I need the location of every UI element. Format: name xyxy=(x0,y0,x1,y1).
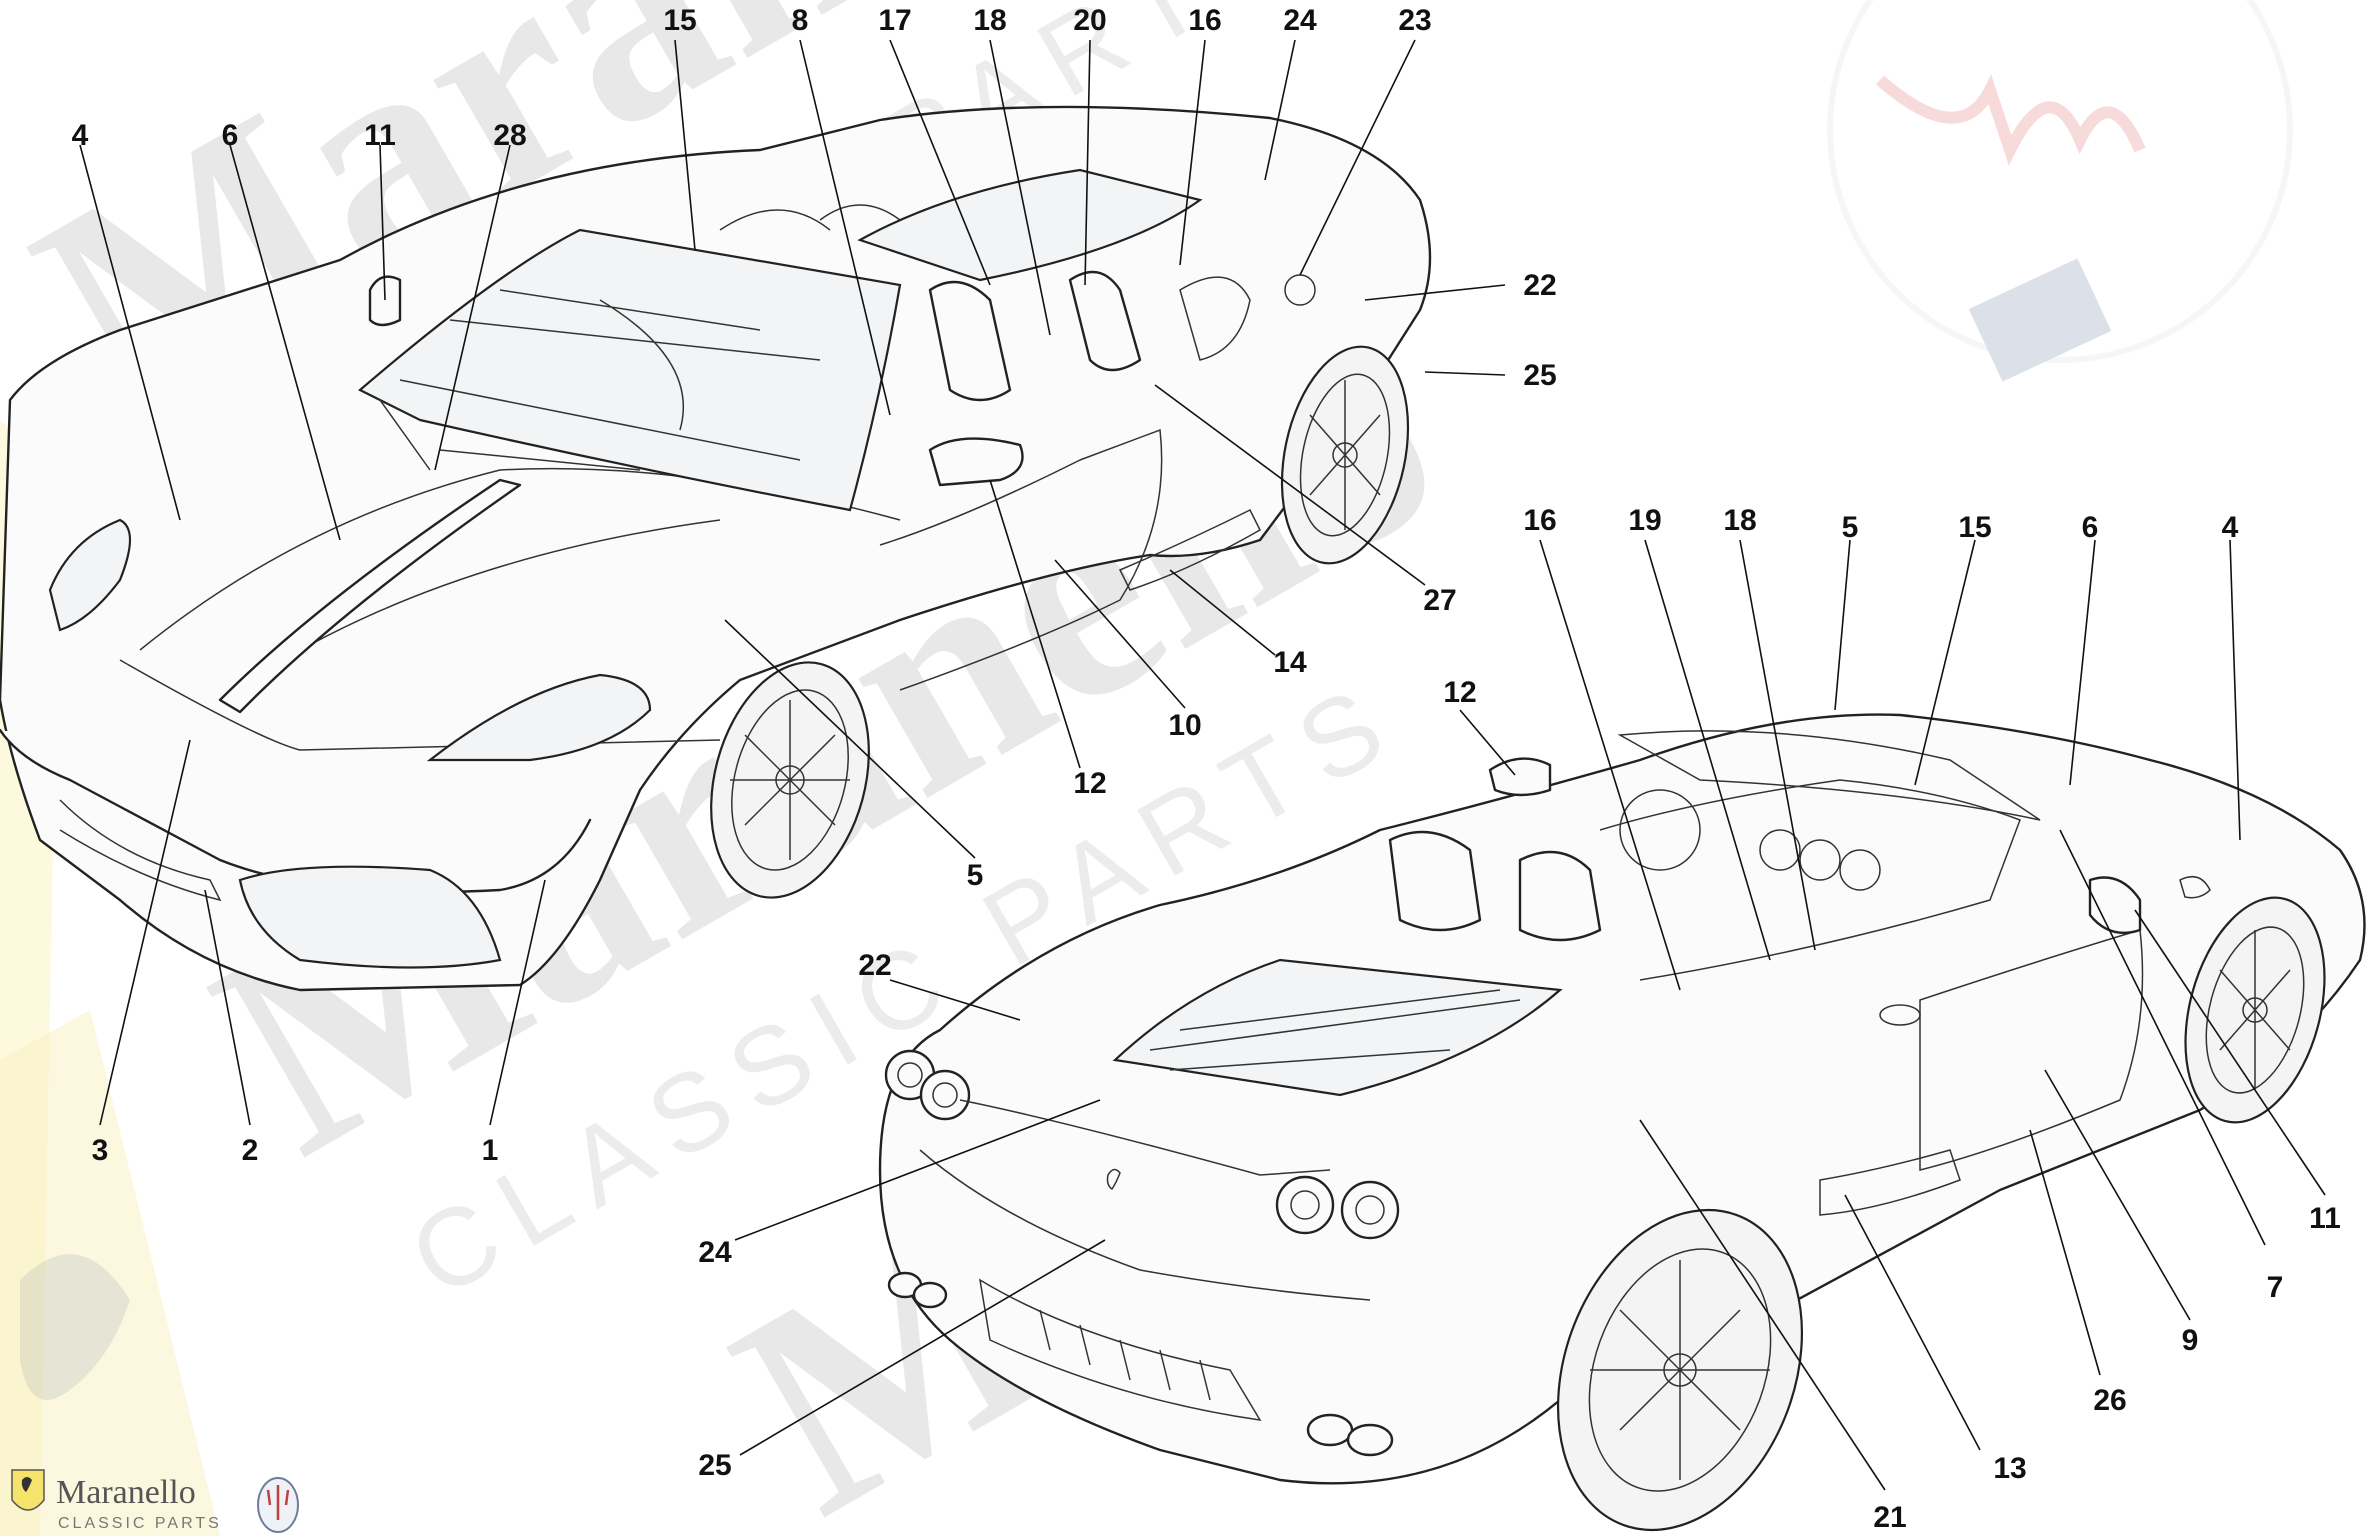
callout-27-front: 27 xyxy=(1423,584,1456,617)
tail-lights-right xyxy=(1275,1175,1400,1240)
callout-8-front: 8 xyxy=(792,4,809,37)
callout-20-front: 20 xyxy=(1073,4,1106,37)
callout-26-rear: 26 xyxy=(2093,1384,2126,1417)
mirror-left xyxy=(368,275,402,327)
maserati-trident-icon xyxy=(257,1477,299,1533)
mirror-right xyxy=(928,437,1024,487)
callout-28-front: 28 xyxy=(493,119,526,152)
callout-13-rear: 13 xyxy=(1993,1452,2026,1485)
front-view-car xyxy=(0,105,1432,992)
callout-7-rear: 7 xyxy=(2267,1271,2284,1304)
callout-11-rear: 11 xyxy=(2309,1202,2341,1235)
ferrari-shield-icon xyxy=(11,1469,45,1511)
rear-view-callouts: 16 19 18 5 15 6 4 12 22 24 25 21 13 26 9… xyxy=(698,504,2341,1534)
callout-12-front: 12 xyxy=(1073,767,1106,800)
maranello-logo: Maranello CLASSIC PARTS xyxy=(11,1469,299,1533)
callout-18-front: 18 xyxy=(973,4,1006,37)
callout-22-rear: 22 xyxy=(858,949,891,982)
callout-6-rear: 6 xyxy=(2082,511,2099,544)
leader-lines xyxy=(79,39,2326,1491)
callout-17-front: 17 xyxy=(878,4,911,37)
rear-wheel-front-view xyxy=(1280,345,1410,565)
callout-15-rear: 15 xyxy=(1958,511,1991,544)
front-grille xyxy=(238,865,502,969)
callout-5-rear: 5 xyxy=(1842,511,1859,544)
callout-16-front: 16 xyxy=(1188,4,1221,37)
callout-21-rear: 21 xyxy=(1873,1501,1906,1534)
callout-3-front: 3 xyxy=(92,1134,109,1167)
callout-25-rear: 25 xyxy=(698,1449,731,1482)
callout-19-rear: 19 xyxy=(1628,504,1661,537)
logo-subtitle-text: CLASSIC PARTS xyxy=(58,1515,222,1532)
callout-4-rear: 4 xyxy=(2222,511,2239,544)
prancing-horse-badge xyxy=(1106,1168,1121,1191)
tail-lights-left xyxy=(884,1049,971,1121)
callout-23-front: 23 xyxy=(1398,4,1431,37)
front-windshield xyxy=(358,228,902,512)
callout-4-front: 4 xyxy=(72,119,89,152)
callout-10-front: 10 xyxy=(1168,709,1201,742)
callout-16-rear: 16 xyxy=(1523,504,1556,537)
callout-11-front: 11 xyxy=(364,119,396,152)
engine-cover-glass xyxy=(1112,958,1563,1097)
headlight-left xyxy=(48,518,131,632)
maserati-watermark xyxy=(1827,0,2293,382)
callout-1-front: 1 xyxy=(482,1134,499,1167)
rear-view-mirror-right xyxy=(2088,876,2142,935)
rear-view-car xyxy=(878,713,2366,1532)
callout-5-front: 5 xyxy=(967,859,984,892)
rear-wheel-rear-view xyxy=(1556,1208,1804,1532)
callout-24-front: 24 xyxy=(1283,4,1317,37)
callout-18-rear: 18 xyxy=(1723,504,1756,537)
logo-brand-text: Maranello xyxy=(56,1474,196,1511)
rear-view-mirror-left xyxy=(1488,757,1552,797)
callout-12-rear: 12 xyxy=(1443,676,1476,709)
callout-6-front: 6 xyxy=(222,119,239,152)
front-wheel xyxy=(710,661,870,899)
front-wheel-rear-view xyxy=(2184,896,2326,1124)
callout-22-front: 22 xyxy=(1523,269,1556,302)
headlight-right xyxy=(426,673,652,762)
exhaust-right xyxy=(1306,1413,1394,1457)
exhaust-left xyxy=(887,1271,948,1309)
callout-9-rear: 9 xyxy=(2182,1324,2199,1357)
callout-25-front: 25 xyxy=(1523,359,1556,392)
callout-24-rear: 24 xyxy=(698,1236,732,1269)
callout-2-front: 2 xyxy=(242,1134,259,1167)
callout-14-front: 14 xyxy=(1273,646,1307,679)
rear-car-body xyxy=(878,713,2366,1485)
callout-15-front: 15 xyxy=(663,4,696,37)
front-view-callouts: 15 8 17 18 20 16 24 23 4 6 11 28 22 25 2… xyxy=(72,4,1557,1167)
front-car-body xyxy=(0,105,1432,992)
